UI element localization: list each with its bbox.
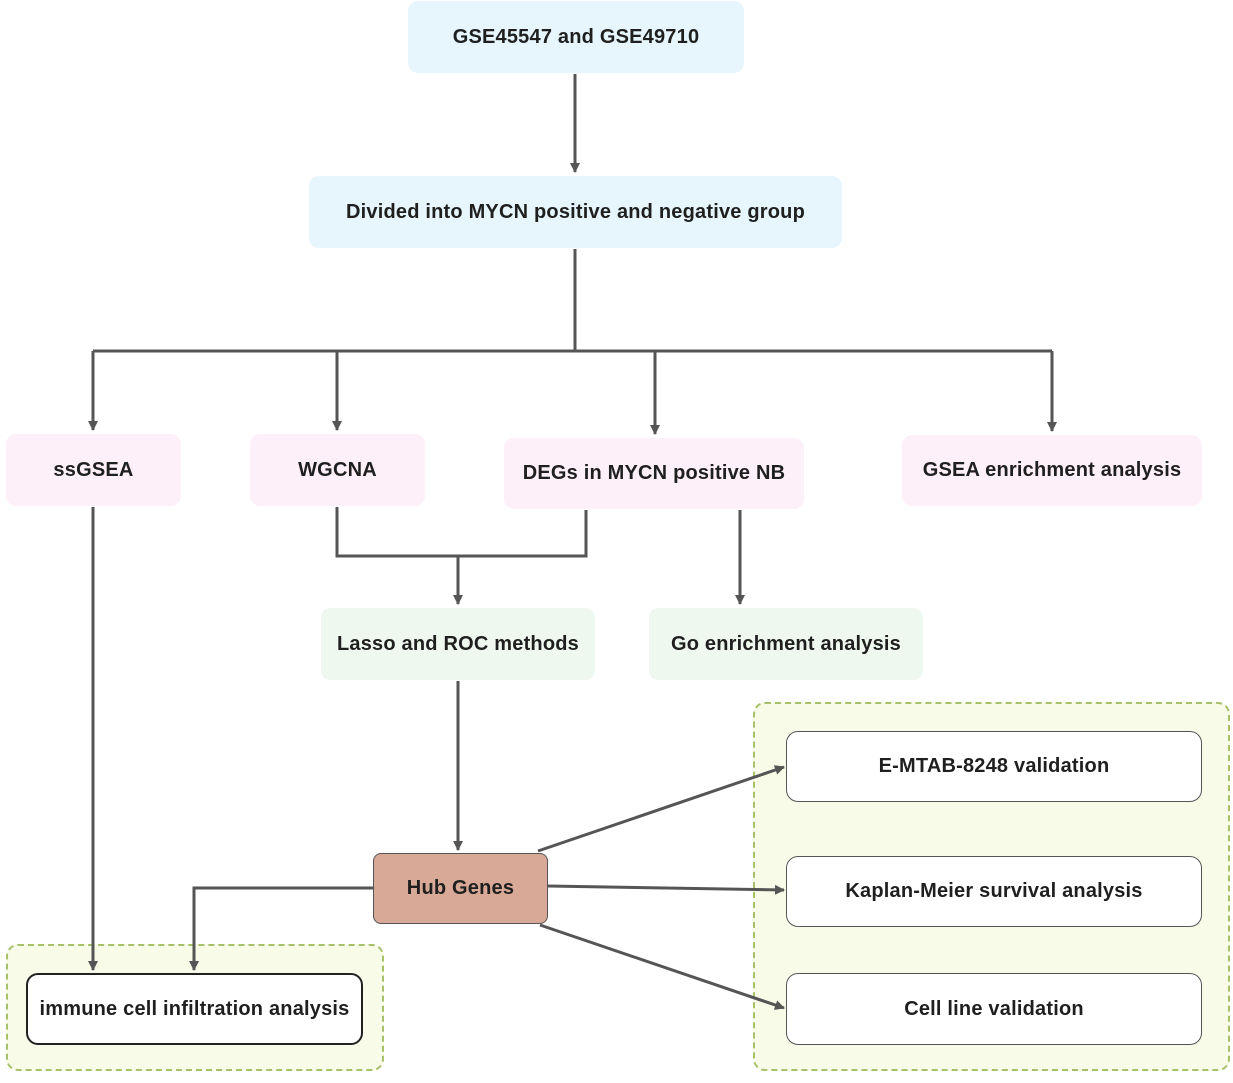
- node-ssgsea: ssGSEA: [6, 434, 181, 506]
- edge-hub-emtab: [537, 765, 785, 853]
- node-hub-genes: Hub Genes: [373, 853, 548, 924]
- node-cellline: Cell line validation: [786, 973, 1202, 1045]
- edge-hub-cellline: [539, 923, 785, 1010]
- node-lasso: Lasso and ROC methods: [321, 608, 595, 680]
- edge-wgcna-merge: [335, 507, 588, 558]
- node-go: Go enrichment analysis: [649, 608, 923, 680]
- node-source: GSE45547 and GSE49710: [408, 1, 744, 73]
- node-gsea: GSEA enrichment analysis: [902, 435, 1202, 506]
- node-degs: DEGs in MYCN positive NB: [504, 438, 804, 509]
- edge-hub-km: [547, 884, 785, 895]
- node-divide: Divided into MYCN positive and negative …: [309, 176, 842, 248]
- node-km: Kaplan-Meier survival analysis: [786, 856, 1202, 927]
- node-wgcna: WGCNA: [250, 434, 425, 506]
- node-emtab: E-MTAB-8248 validation: [786, 731, 1202, 802]
- edge-hub-immune: [189, 886, 373, 971]
- node-immune: immune cell infiltration analysis: [26, 973, 363, 1045]
